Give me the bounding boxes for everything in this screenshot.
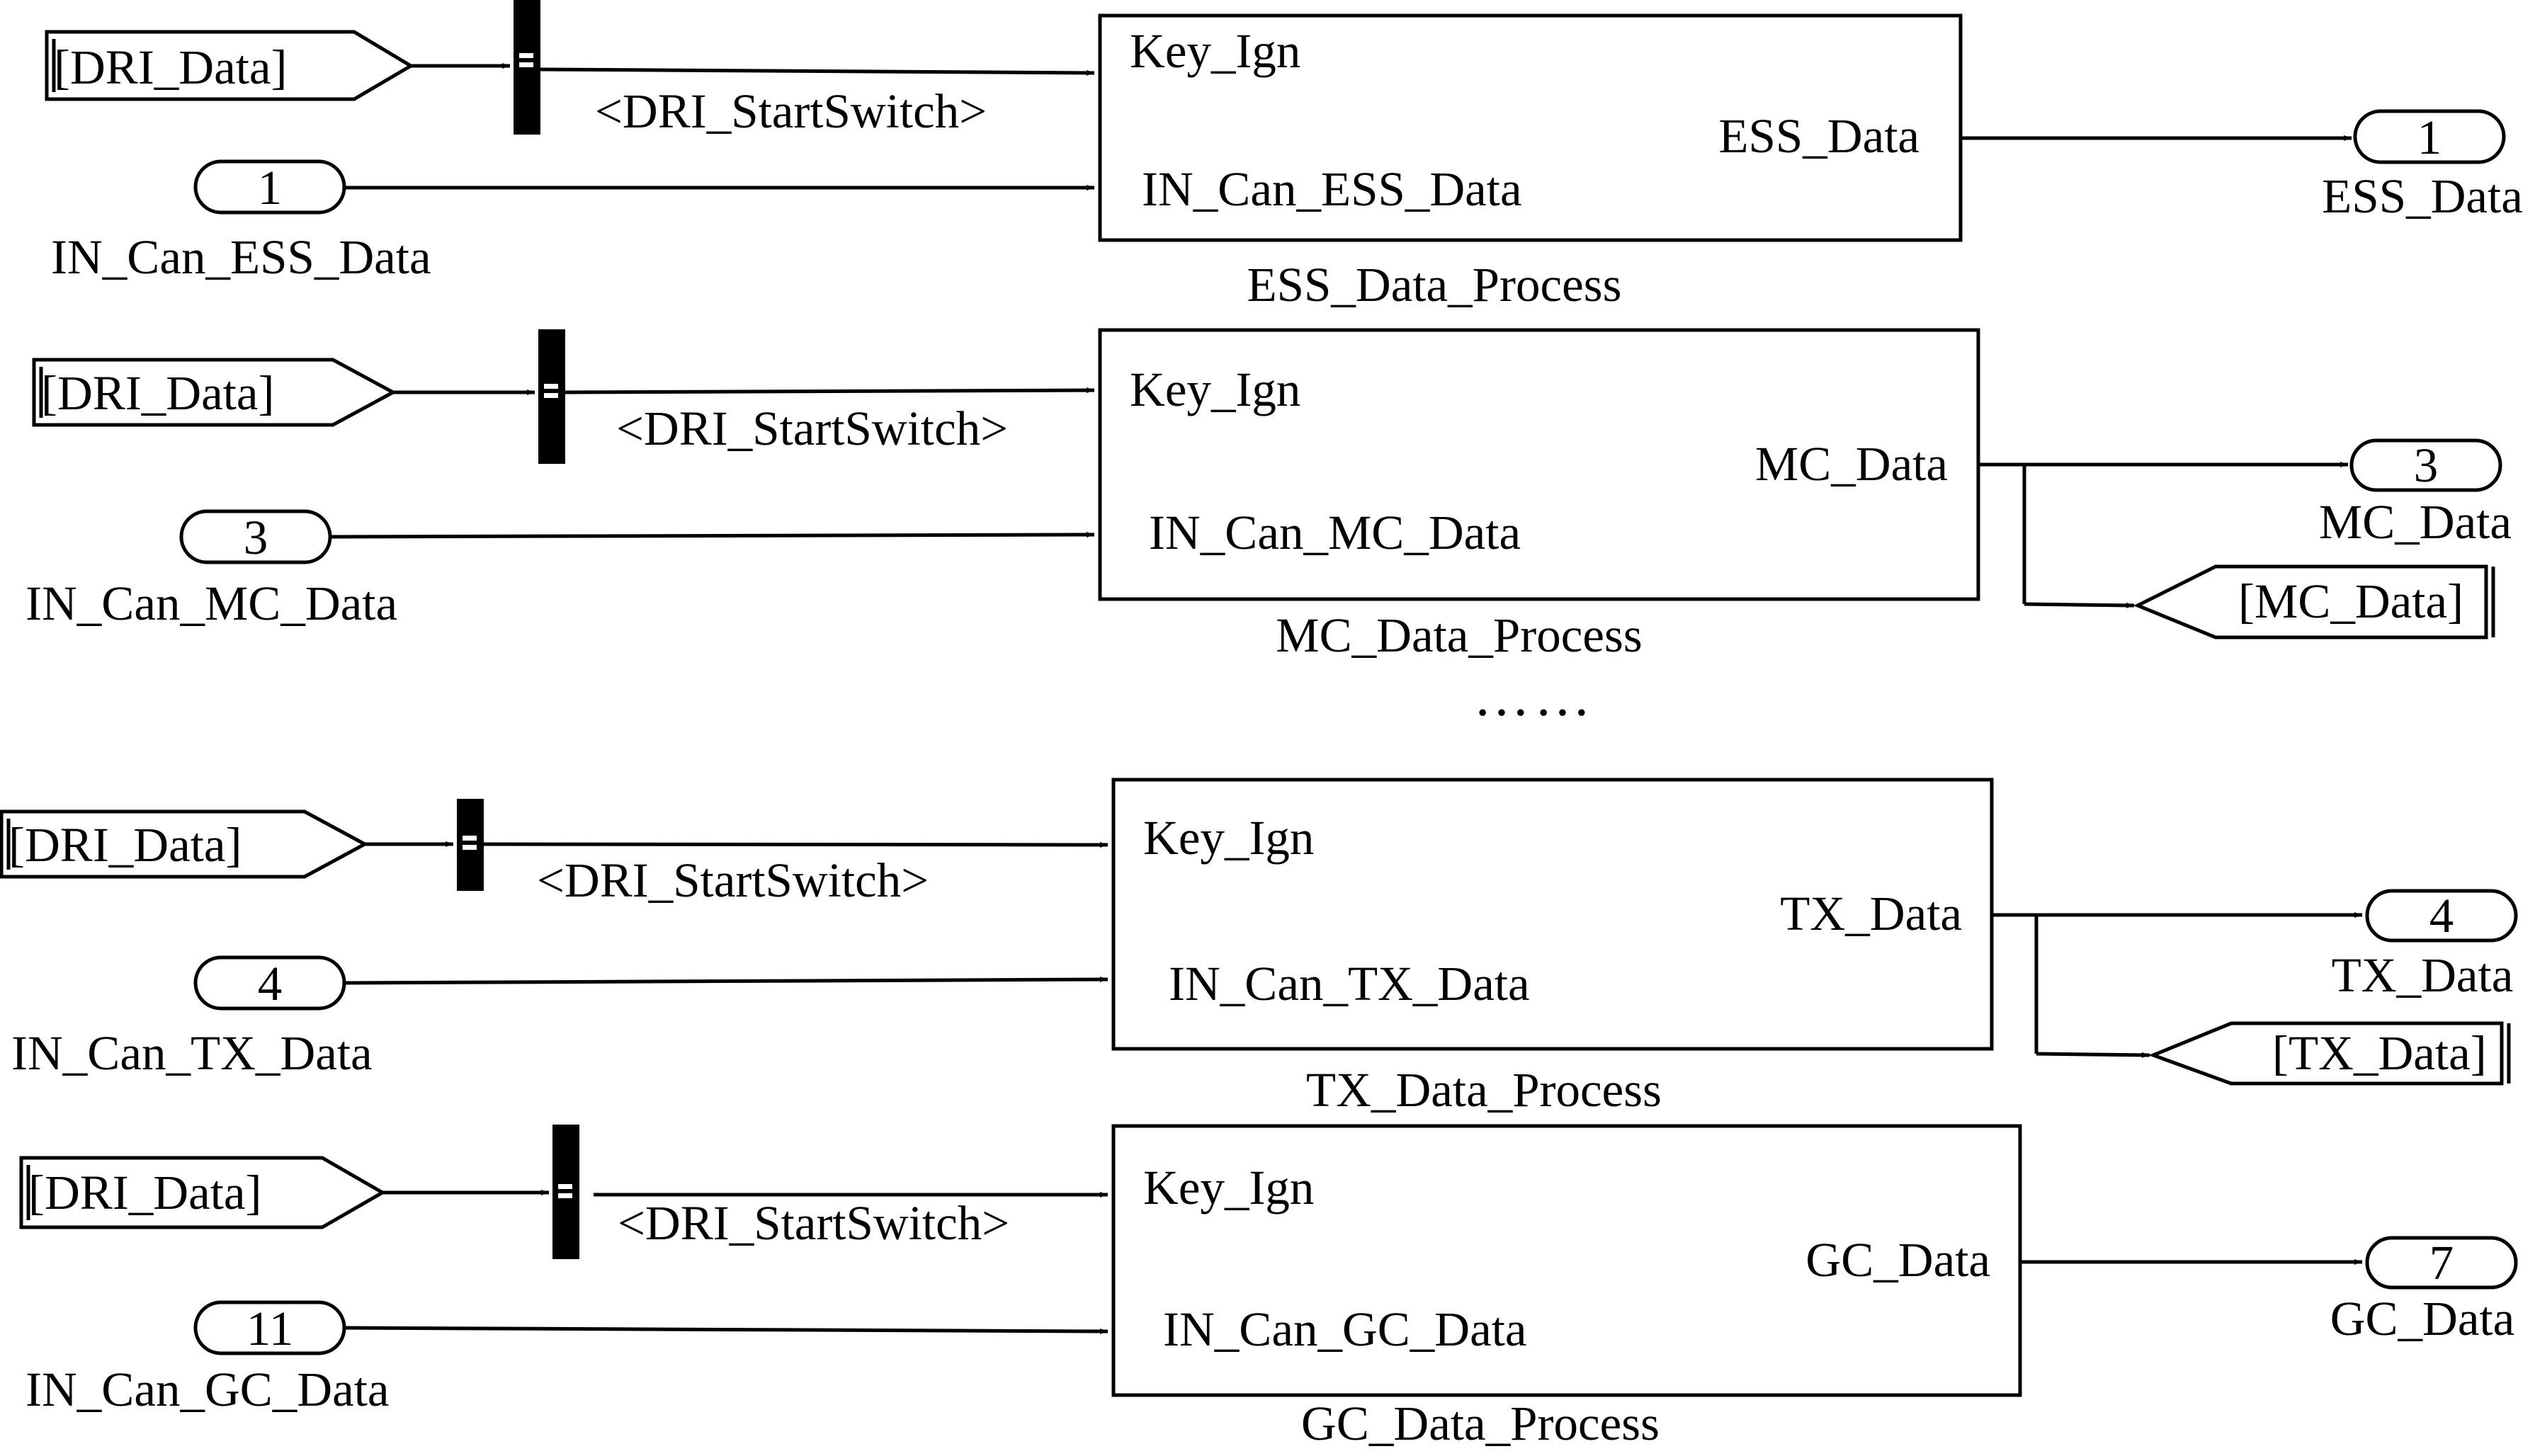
subsystem-block[interactable]: Key_Ign IN_Can_TX_Data TX_Data <box>1111 778 1994 1051</box>
out-port-label: TX_Data <box>1780 887 1962 940</box>
goto-tag-block[interactable]: [TX_Data] <box>2148 1021 2511 1086</box>
goto-tag-block[interactable]: [MC_Data] <box>2133 564 2495 639</box>
outport-block[interactable]: 3 <box>2349 438 2502 492</box>
from-tag-dri-data[interactable]: [DRI_Data] <box>32 358 397 427</box>
bus-signal-label: <DRI_StartSwitch> <box>618 1196 1009 1250</box>
subsystem-row-tx: [DRI_Data] <DRI_StartSwitch> 4 IN_Can_TX… <box>0 778 2518 1117</box>
wire-key-ign <box>483 841 1108 848</box>
in-port-label-key-ign: Key_Ign <box>1130 363 1300 416</box>
in-port-label-key-ign: Key_Ign <box>1143 811 1314 865</box>
subsystem-row-mc: [DRI_Data] <DRI_StartSwitch> 3 IN_Can_MC… <box>25 328 2512 662</box>
wire-key-ign <box>540 67 1095 76</box>
from-tag-dri-data[interactable]: [DRI_Data] <box>0 809 369 879</box>
subsystem-name: GC_Data_Process <box>1301 1397 1660 1450</box>
wire-inport <box>344 977 1108 985</box>
outport-number: 4 <box>2429 889 2454 943</box>
in-port-label-key-ign: Key_Ign <box>1143 1161 1314 1215</box>
subsystem-row-gc: [DRI_Data] <DRI_StartSwitch> 11 IN_Can_G… <box>19 1124 2518 1450</box>
inport-name: IN_Can_GC_Data <box>25 1363 390 1416</box>
goto-tag-label: [MC_Data] <box>2238 574 2463 628</box>
in-port-label-can-data: IN_Can_ESS_Data <box>1142 162 1522 216</box>
inport-block[interactable]: 4 <box>193 955 346 1011</box>
inport-block[interactable]: 3 <box>179 509 332 564</box>
wire-inport <box>344 1326 1108 1334</box>
subsystem-name: ESS_Data_Process <box>1247 258 1622 312</box>
outport-block[interactable]: 7 <box>2365 1236 2518 1290</box>
subsystem-block[interactable]: Key_Ign IN_Can_ESS_Data ESS_Data <box>1098 13 1963 242</box>
in-port-label-key-ign: Key_Ign <box>1130 24 1300 78</box>
subsystem-block[interactable]: Key_Ign IN_Can_GC_Data GC_Data <box>1111 1124 2022 1397</box>
outport-number: 1 <box>2417 110 2442 164</box>
inport-block[interactable]: 11 <box>193 1300 346 1355</box>
out-port-label: GC_Data <box>1805 1233 1990 1287</box>
bus-selector[interactable] <box>538 329 565 464</box>
in-port-label-can-data: IN_Can_GC_Data <box>1163 1302 1527 1356</box>
bus-signal-label: <DRI_StartSwitch> <box>595 84 987 138</box>
from-tag-label: [DRI_Data] <box>54 40 288 94</box>
wire-branch-goto <box>2036 1052 2150 1058</box>
outport-name: TX_Data <box>2332 948 2514 1002</box>
out-port-label: ESS_Data <box>1718 109 1919 163</box>
inport-name: IN_Can_ESS_Data <box>51 230 431 284</box>
subsystem-block[interactable]: Key_Ign IN_Can_MC_Data MC_Data <box>1098 328 1980 601</box>
outport-block[interactable]: 1 <box>2353 109 2506 164</box>
from-tag-label: [DRI_Data] <box>28 1166 262 1219</box>
subsystem-name: TX_Data_Process <box>1306 1063 1662 1117</box>
wire-branch-goto <box>2024 602 2135 608</box>
inport-block[interactable]: 1 <box>193 159 346 215</box>
from-tag-dri-data[interactable]: [DRI_Data] <box>45 30 414 101</box>
outport-name: MC_Data <box>2319 495 2512 549</box>
inport-number: 1 <box>258 161 283 215</box>
bus-selector[interactable] <box>514 0 540 135</box>
wire-key-ign <box>565 387 1095 394</box>
inport-number: 11 <box>246 1302 293 1355</box>
outport-number: 3 <box>2414 438 2439 492</box>
inport-name: IN_Can_MC_Data <box>25 576 397 630</box>
inport-number: 3 <box>244 511 268 564</box>
from-tag-dri-data[interactable]: [DRI_Data] <box>19 1156 387 1229</box>
bus-signal-label: <DRI_StartSwitch> <box>616 402 1008 455</box>
subsystem-row-ess: [DRI_Data] <DRI_StartSwitch> 1 IN_Can_ES… <box>45 0 2523 312</box>
bus-signal-label: <DRI_StartSwitch> <box>537 853 929 907</box>
outport-name: GC_Data <box>2330 1292 2515 1346</box>
outport-block[interactable]: 4 <box>2365 889 2518 943</box>
goto-tag-label: [TX_Data] <box>2272 1026 2487 1080</box>
outport-name: ESS_Data <box>2322 169 2523 223</box>
from-tag-label: [DRI_Data] <box>8 818 242 872</box>
bus-selector[interactable] <box>552 1125 579 1259</box>
inport-number: 4 <box>258 957 283 1011</box>
in-port-label-can-data: IN_Can_MC_Data <box>1149 506 1521 559</box>
in-port-label-can-data: IN_Can_TX_Data <box>1169 957 1530 1011</box>
inport-name: IN_Can_TX_Data <box>11 1026 373 1080</box>
bus-selector[interactable] <box>457 799 484 891</box>
subsystem-name: MC_Data_Process <box>1276 608 1642 662</box>
ellipsis: …… <box>1473 666 1595 728</box>
from-tag-label: [DRI_Data] <box>41 366 275 420</box>
out-port-label: MC_Data <box>1755 437 1948 491</box>
outport-number: 7 <box>2429 1236 2454 1290</box>
wire-inport <box>329 532 1095 539</box>
